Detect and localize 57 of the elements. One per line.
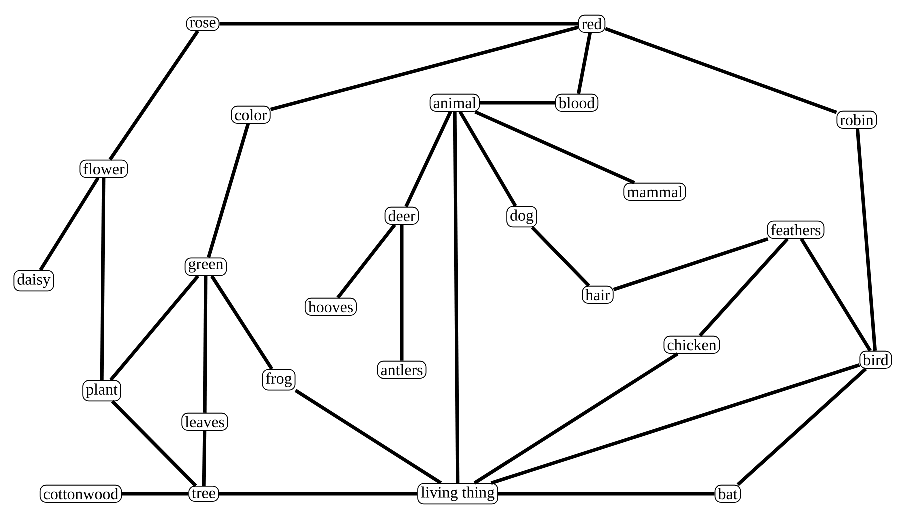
- concept-box: antlers: [377, 360, 427, 380]
- concept-box: tree: [188, 486, 220, 502]
- concept-box: flower: [80, 160, 128, 178]
- link-line: [100, 178, 106, 380]
- concept-box: frog: [262, 369, 296, 391]
- concept-box: color: [231, 106, 271, 124]
- concept-box: rose: [186, 16, 220, 32]
- link-line: [39, 177, 100, 272]
- link-line: [458, 111, 518, 208]
- concept-box: leaves: [182, 412, 228, 432]
- concept-box: cottonwood: [40, 484, 122, 504]
- link-line: [480, 101, 556, 105]
- concept-box: robin: [836, 110, 878, 130]
- concept-box: hair: [582, 286, 614, 304]
- concept-box: feathers: [767, 220, 825, 240]
- link-line: [474, 110, 636, 185]
- link-line: [220, 22, 578, 26]
- link-line: [613, 237, 769, 292]
- link-line: [400, 225, 404, 361]
- concept-box: mammal: [624, 182, 686, 202]
- link-line: [294, 389, 442, 485]
- link-line: [404, 111, 452, 208]
- link-line: [108, 30, 200, 161]
- link-line: [202, 431, 207, 486]
- concept-box: bird: [860, 350, 892, 370]
- link-line: [856, 128, 878, 352]
- link-line: [453, 112, 460, 484]
- link-line: [111, 400, 198, 488]
- link-line: [474, 352, 679, 485]
- concept-box: daisy: [14, 270, 54, 292]
- link-line: [122, 492, 189, 496]
- concept-box: bat: [714, 484, 742, 504]
- concept-box: dog: [506, 206, 538, 228]
- link-line: [498, 492, 715, 496]
- concept-box: plant: [82, 380, 122, 402]
- concept-box: red: [578, 14, 606, 34]
- link-line: [605, 27, 838, 114]
- concept-box: hooves: [304, 298, 358, 316]
- concept-box: animal: [430, 94, 480, 112]
- link-line: [336, 224, 396, 299]
- link-line: [698, 238, 790, 338]
- link-line: [270, 26, 579, 112]
- link-line: [203, 276, 208, 413]
- concept-box: green: [184, 258, 228, 276]
- concept-box: living thing: [418, 483, 498, 505]
- concept-box: chicken: [664, 336, 720, 354]
- link-line: [110, 275, 200, 382]
- link-line: [800, 238, 872, 352]
- link-line: [577, 32, 592, 94]
- link-line: [736, 368, 868, 486]
- link-line: [219, 492, 418, 496]
- link-line: [531, 226, 590, 288]
- concept-box: deer: [384, 206, 420, 226]
- link-line: [490, 364, 860, 485]
- concept-box: blood: [555, 94, 599, 112]
- link-line: [210, 275, 274, 370]
- link-line: [207, 124, 250, 258]
